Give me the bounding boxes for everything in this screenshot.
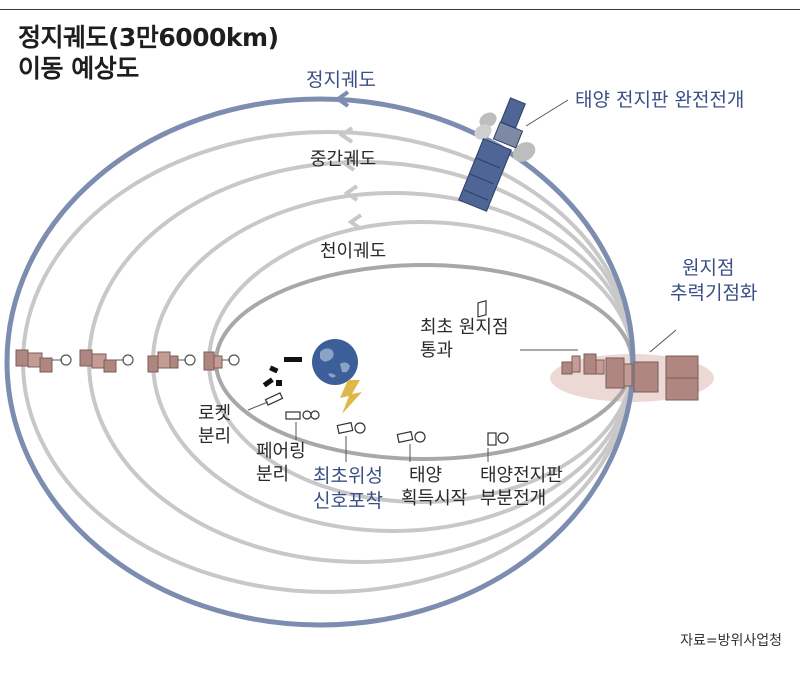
first-apogee-line-2: 통과 — [420, 340, 454, 361]
partial-solar-marker — [477, 300, 509, 446]
fairing-line-1: 페어링 — [256, 441, 306, 462]
orbit-arrow-icon — [338, 126, 354, 144]
page-title: 정지궤도(3만6000km) 이동 예상도 — [18, 22, 279, 84]
solar-partial-line-2: 부분전개 — [480, 488, 547, 509]
lightning-icon — [340, 380, 362, 414]
apogee-satellites — [561, 353, 699, 401]
orbit-satellite-2 — [79, 349, 134, 373]
sun-acquisition-label: 태양 획득시작 — [401, 464, 467, 510]
rocket-separation-label: 로켓 분리 — [198, 402, 231, 448]
solar-partial-line-1: 태양전지판 — [480, 465, 563, 486]
first-signal-marker — [336, 421, 366, 435]
apogee-label-line-2: 추력기점화 — [670, 282, 758, 304]
earth-icon — [312, 339, 358, 385]
earth-continents — [320, 348, 350, 378]
apogee-leader — [649, 329, 677, 353]
solar-full-leader — [525, 99, 569, 127]
top-rule — [0, 9, 800, 10]
orbit-arrow-icon — [347, 213, 363, 231]
sun-acquisition-marker — [396, 430, 426, 444]
rocket-debris-icon — [276, 380, 282, 386]
first-signal-label: 최초위성 신호포착 — [313, 464, 383, 514]
geo-satellite-left — [15, 349, 72, 373]
rocket-debris-icon — [269, 365, 279, 374]
fairing-line-2: 분리 — [256, 464, 290, 485]
fairing-separation-label: 페어링 분리 — [256, 440, 306, 486]
solar-partial-label: 태양전지판 부분전개 — [480, 464, 563, 510]
sun-line-2: 획득시작 — [401, 488, 468, 509]
deployed-satellite — [458, 97, 536, 212]
fairing-separation-marker — [285, 410, 320, 420]
orbit-arrow-icon — [340, 154, 356, 172]
rocket-separation-marker — [264, 392, 284, 406]
geo-orbit — [4, 96, 636, 628]
transfer-orbit-label: 천이궤도 — [320, 241, 387, 262]
rocket-stage-icon — [284, 357, 302, 362]
rocket-leader — [247, 401, 269, 411]
geo-arrow-icon — [334, 90, 350, 108]
orbit-satellite-3 — [147, 351, 196, 373]
apogee-label-line-1: 원지점 — [682, 257, 735, 279]
geo-orbit-label: 정지궤도 — [306, 69, 376, 91]
apogee-label: 원지점 추력기점화 — [670, 256, 757, 306]
solar-full-label: 태양 전지판 완전전개 — [575, 89, 745, 111]
title-line-1: 정지궤도(3만6000km) — [18, 23, 279, 52]
rocket-line-1: 로켓 — [198, 403, 232, 424]
first-apogee-label: 최초 원지점 통과 — [420, 316, 509, 362]
orbit-arrow-icon — [343, 184, 359, 202]
first-apogee-line-1: 최초 원지점 — [420, 317, 509, 338]
sun-line-1: 태양 — [409, 465, 443, 486]
title-line-2: 이동 예상도 — [18, 54, 139, 83]
signal-line-1: 최초위성 — [313, 465, 383, 487]
orbit-satellite-4 — [203, 351, 240, 371]
middle-orbit-label: 중간궤도 — [310, 149, 377, 170]
rocket-line-2: 분리 — [198, 426, 232, 447]
rocket-debris-icon — [262, 377, 274, 388]
source-credit: 자료=방위사업청 — [680, 633, 782, 649]
signal-line-2: 신호포착 — [313, 490, 383, 512]
